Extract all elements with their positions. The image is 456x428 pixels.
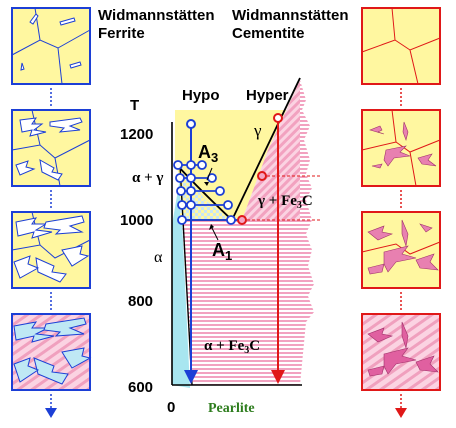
phase-diagram <box>171 77 320 388</box>
ferrite-panel-4 <box>11 313 92 391</box>
left-title-line2: Ferrite <box>98 25 145 42</box>
right-title-line1: Widmannstätten <box>232 7 349 24</box>
gamma-fe3c-label: γ + Fe3C <box>257 193 313 211</box>
cementite-panel-3 <box>361 211 441 289</box>
cementite-down-arrow-icon <box>395 408 407 418</box>
a3-label: A3 <box>198 142 218 165</box>
a1-pointer <box>211 227 219 241</box>
ferrite-panel-1 <box>11 7 91 85</box>
ferrite-panel-3 <box>11 211 91 289</box>
cementite-panel-2 <box>361 109 441 187</box>
left-title-line1: Widmannstätten <box>98 7 215 24</box>
t-axis-label: T <box>130 97 139 114</box>
hypo-label: Hypo <box>182 87 220 104</box>
gamma-fe3c-region <box>242 80 300 220</box>
acm-line <box>231 77 301 221</box>
tick-800: 800 <box>128 293 153 310</box>
a1-label: A1 <box>212 240 232 263</box>
alpha-gamma-label: α + γ <box>132 170 163 186</box>
cementite-panel-4 <box>361 313 441 391</box>
left-panel-column <box>11 7 92 418</box>
pearlite-label: Pearlite <box>208 401 255 416</box>
hyper-label: Hyper <box>246 87 289 104</box>
hyper-arrow-icon <box>271 370 285 384</box>
alpha-label: α <box>154 249 163 266</box>
cementite-panel-1 <box>361 7 441 85</box>
tick-1000: 1000 <box>120 212 153 229</box>
tick-1200: 1200 <box>120 126 153 143</box>
a3-pointer <box>206 167 213 181</box>
ferrite-down-arrow-icon <box>45 408 57 418</box>
alpha-fe3c-region <box>182 220 300 385</box>
alpha-fe3c-label: α + Fe3C <box>204 338 260 356</box>
ferrite-panel-2 <box>11 109 91 187</box>
right-panel-column <box>361 7 441 418</box>
hypo-arrow-icon <box>184 370 198 384</box>
alpha-region <box>172 178 190 388</box>
tick-600: 600 <box>128 379 153 396</box>
gamma-label: γ <box>253 121 262 140</box>
x-tick-zero: 0 <box>167 399 175 416</box>
right-title-line2: Cementite <box>232 25 305 42</box>
tie-points <box>173 160 236 225</box>
